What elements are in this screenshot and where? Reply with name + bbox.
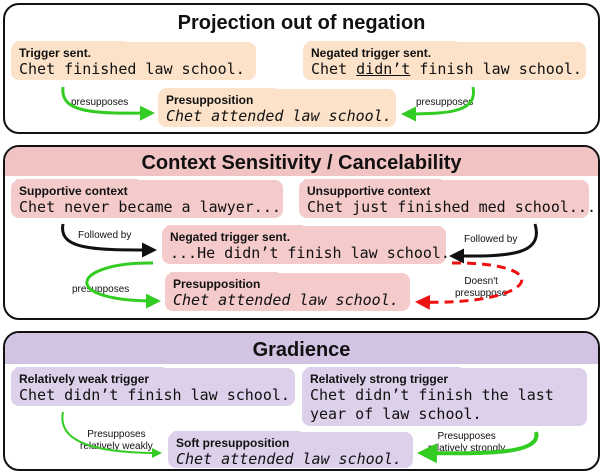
trigger-sentence-box: Trigger sent. Chet finished law school. (11, 42, 256, 80)
negated-trigger-label: Negated trigger sent. (311, 46, 432, 60)
panel-title-context: Context Sensitivity / Cancelability (141, 152, 462, 174)
soft-presupposition-text: Chet attended law school. (176, 450, 402, 468)
arrow-presupposes-context (85, 261, 161, 309)
arrow-followed-by-left (61, 223, 157, 258)
panel-header (5, 147, 598, 176)
soft-presupposition-box: Soft presupposition Chet attended law sc… (168, 432, 413, 468)
edge-label-presupposes-right: presupposes (416, 97, 474, 108)
negated-trigger-text-context: ...He didn’t finish law school. (170, 244, 450, 262)
trigger-text: Chet finished law school. (19, 60, 245, 78)
arrow-doesnt-presuppose (415, 261, 524, 310)
negated-trigger-text: Chet didn’t finish law school. (311, 60, 582, 78)
supportive-context-text: Chet never became a lawyer... (19, 198, 281, 216)
edge-label-presupposes-left: presupposes (71, 97, 129, 108)
edge-label-followed-by-left: Followed by (78, 230, 132, 241)
weak-trigger-label: Relatively weak trigger (19, 372, 150, 386)
edge-label-doesnt-presuppose: Doesn't presuppose (455, 276, 508, 299)
presupposition-text-context: Chet attended law school. (173, 291, 399, 309)
supportive-context-box: Supportive context Chet never became a l… (11, 180, 283, 218)
arrow-presupposes-strongly (417, 431, 539, 464)
strong-trigger-text-line1: Chet didn’t finish the last (310, 386, 554, 404)
panel-title-gradience: Gradience (252, 339, 351, 361)
underlined-negation: didn’t (356, 60, 411, 78)
unsupportive-context-text: Chet just finished med school... (307, 198, 596, 216)
strong-trigger-label: Relatively strong trigger (310, 372, 449, 386)
edge-label-followed-by-right: Followed by (464, 234, 518, 245)
negated-trigger-box: Negated trigger sent. Chet didn’t finish… (303, 42, 586, 80)
presupposition-label: Presupposition (166, 93, 254, 107)
presupposition-box-context: Presupposition Chet attended law school. (165, 273, 410, 311)
panel-header (5, 333, 598, 364)
negated-trigger-label-context: Negated trigger sent. (170, 230, 291, 244)
arrow-presupposes-left (61, 86, 155, 121)
strong-trigger-box: Relatively strong trigger Chet didn’t fi… (302, 368, 587, 426)
unsupportive-context-label: Unsupportive context (307, 184, 431, 198)
supportive-context-label: Supportive context (19, 184, 128, 198)
soft-presupposition-label: Soft presupposition (176, 436, 290, 450)
edge-label-presupposes-weakly: Presupposes relatively weakly (80, 429, 153, 452)
unsupportive-context-box: Unsupportive context Chet just finished … (299, 180, 596, 218)
weak-trigger-text: Chet didn’t finish law school. (19, 386, 290, 404)
presupposition-text: Chet attended law school. (166, 107, 392, 125)
edge-label-presupposes-context: presupposes (72, 284, 130, 295)
strong-trigger-text-line2: year of law school. (310, 405, 482, 423)
presupposition-label-context: Presupposition (173, 277, 261, 291)
panel-title-projection: Projection out of negation (177, 12, 426, 34)
weak-trigger-box: Relatively weak trigger Chet didn’t fini… (11, 368, 295, 406)
presupposition-box: Presupposition Chet attended law school. (158, 89, 396, 127)
arrow-presupposes-weakly (61, 411, 162, 458)
negated-trigger-box-context: Negated trigger sent. ...He didn’t finis… (162, 226, 450, 264)
trigger-label: Trigger sent. (19, 46, 92, 60)
edge-label-presupposes-strongly: Presupposes relatively strongly (428, 431, 506, 454)
arrow-followed-by-right (449, 223, 538, 264)
arrow-presupposes-right (401, 86, 476, 122)
